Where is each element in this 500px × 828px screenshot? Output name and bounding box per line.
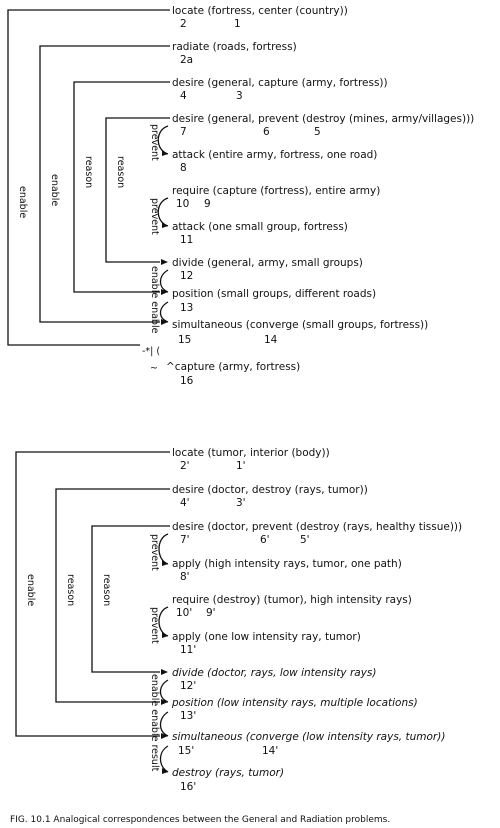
bottom-prop-4: apply (high intensity rays, tumor, one p… bbox=[172, 558, 402, 570]
bottom-arrowhead-1 bbox=[161, 733, 168, 739]
top-prop-10: simultaneous (converge (small groups, fo… bbox=[172, 319, 428, 331]
top-outer-enable-line bbox=[7, 9, 170, 346]
bottom-enable-line bbox=[15, 451, 170, 737]
top-num-12: 12 bbox=[180, 270, 193, 282]
bottom-label-reason-2: reason bbox=[101, 574, 112, 606]
bottom-diagram: locate (tumor, interior (body)) 2' 1' de… bbox=[15, 447, 462, 793]
top-label-reason-2: reason bbox=[115, 156, 126, 188]
bottom-num-15p: 15' bbox=[178, 745, 194, 757]
top-num-10: 10 bbox=[176, 198, 189, 210]
top-num-14: 14 bbox=[264, 334, 278, 346]
top-num-13: 13 bbox=[180, 302, 193, 314]
top-label-enable-enable: enable enable bbox=[149, 266, 160, 334]
bottom-prop-9: simultaneous (converge (low intensity ra… bbox=[172, 731, 445, 743]
top-num-8: 8 bbox=[180, 162, 187, 174]
bottom-num-1p: 1' bbox=[236, 460, 246, 472]
bottom-arrowhead-5 bbox=[162, 632, 168, 638]
top-enable-curve-2 bbox=[159, 301, 169, 323]
top-num-2: 2 bbox=[180, 18, 187, 30]
top-label-prevent-2: prevent bbox=[149, 198, 160, 235]
top-stray-mark: ~ bbox=[150, 363, 158, 374]
top-num-16: 16 bbox=[180, 375, 194, 387]
top-num-11: 11 bbox=[180, 234, 193, 246]
bottom-num-5p: 5' bbox=[300, 534, 310, 546]
bottom-prop-5: require (destroy) (tumor), high intensit… bbox=[172, 594, 412, 606]
bottom-prop-2: desire (doctor, destroy (rays, tumor)) bbox=[172, 484, 368, 496]
top-num-1: 1 bbox=[234, 18, 241, 30]
bottom-enable-curve-1 bbox=[159, 679, 169, 703]
top-label-reason-1: reason bbox=[83, 156, 94, 188]
top-label-prevent-1: prevent bbox=[149, 124, 160, 161]
top-num-6: 6 bbox=[263, 126, 270, 138]
top-label-enable-outer: enable bbox=[17, 186, 28, 218]
bottom-num-8p: 8' bbox=[180, 571, 190, 583]
top-arrowhead-2 bbox=[161, 289, 168, 295]
bottom-num-16p: 16' bbox=[180, 781, 196, 793]
bottom-num-10p: 10' bbox=[176, 607, 192, 619]
top-enable-line-1 bbox=[39, 45, 170, 323]
bottom-arrowhead-3 bbox=[161, 669, 168, 675]
top-prop-1: locate (fortress, center (country)) bbox=[172, 5, 348, 17]
top-num-7: 7 bbox=[180, 126, 187, 138]
bottom-num-6p: 6' bbox=[260, 534, 270, 546]
top-prop-6: require (capture (fortress), entire army… bbox=[172, 185, 380, 197]
bottom-prop-8: position (low intensity rays, multiple l… bbox=[171, 697, 418, 709]
top-arrowhead-5 bbox=[162, 222, 168, 228]
top-num-2a: 2a bbox=[180, 54, 193, 66]
bottom-prop-3: desire (doctor, prevent (destroy (rays, … bbox=[172, 521, 462, 533]
top-prop-9: position (small groups, different roads) bbox=[172, 288, 376, 300]
bottom-num-4p: 4' bbox=[180, 497, 190, 509]
top-prop-2: radiate (roads, fortress) bbox=[172, 41, 297, 53]
bottom-num-3p: 3' bbox=[236, 497, 246, 509]
top-arrowhead-3 bbox=[161, 259, 168, 265]
bottom-arrowhead-4 bbox=[162, 560, 168, 566]
bottom-reason-line-2 bbox=[91, 525, 170, 673]
top-num-9: 9 bbox=[204, 198, 211, 210]
top-reason-line-1 bbox=[73, 81, 170, 293]
bottom-label-enable-enable-result: enable enable result bbox=[149, 674, 160, 772]
top-prop-11: ^capture (army, fortress) bbox=[166, 361, 300, 373]
bottom-arrowhead-6 bbox=[162, 768, 168, 774]
bottom-prop-7: divide (doctor, rays, low intensity rays… bbox=[172, 667, 376, 679]
bottom-label-reason-1: reason bbox=[65, 574, 76, 606]
top-arrow-mark: -*| ( bbox=[142, 346, 160, 357]
bottom-prop-6: apply (one low intensity ray, tumor) bbox=[172, 631, 361, 643]
bottom-num-11p: 11' bbox=[180, 644, 196, 656]
bottom-result-curve bbox=[159, 745, 169, 773]
top-label-enable-inner: enable bbox=[49, 174, 60, 206]
top-arrowhead-1 bbox=[161, 319, 168, 325]
top-prop-3: desire (general, capture (army, fortress… bbox=[172, 77, 388, 89]
top-prop-5: attack (entire army, fortress, one road) bbox=[172, 149, 377, 161]
bottom-enable-curve-2 bbox=[159, 711, 169, 737]
bottom-num-13p: 13' bbox=[180, 710, 196, 722]
bottom-reason-line-1 bbox=[55, 488, 170, 703]
top-prop-4: desire (general, prevent (destroy (mines… bbox=[172, 113, 474, 125]
top-reason-line-2 bbox=[105, 117, 170, 263]
bottom-num-7p: 7' bbox=[180, 534, 190, 546]
top-arrowhead-4 bbox=[162, 150, 168, 156]
top-prop-7: attack (one small group, fortress) bbox=[172, 221, 348, 233]
bottom-num-14p: 14' bbox=[262, 745, 278, 757]
bottom-num-9p: 9' bbox=[206, 607, 216, 619]
bottom-arrowhead-2 bbox=[161, 699, 168, 705]
bottom-label-prevent-2: prevent bbox=[149, 607, 160, 644]
top-prop-8: divide (general, army, small groups) bbox=[172, 257, 363, 269]
top-num-15: 15 bbox=[178, 334, 191, 346]
top-diagram: locate (fortress, center (country)) 2 1 … bbox=[7, 5, 474, 387]
bottom-label-prevent-1: prevent bbox=[149, 534, 160, 571]
bottom-label-enable: enable bbox=[25, 574, 36, 606]
figure-caption: FIG. 10.1 Analogical correspondences bet… bbox=[10, 815, 390, 825]
top-enable-curve-1 bbox=[159, 269, 169, 293]
top-num-3: 3 bbox=[236, 90, 243, 102]
bottom-num-12p: 12' bbox=[180, 680, 196, 692]
top-num-5: 5 bbox=[314, 126, 321, 138]
bottom-prop-1: locate (tumor, interior (body)) bbox=[172, 447, 330, 459]
bottom-num-2p: 2' bbox=[180, 460, 190, 472]
top-num-4: 4 bbox=[180, 90, 187, 102]
bottom-prop-10: destroy (rays, tumor) bbox=[172, 767, 284, 779]
